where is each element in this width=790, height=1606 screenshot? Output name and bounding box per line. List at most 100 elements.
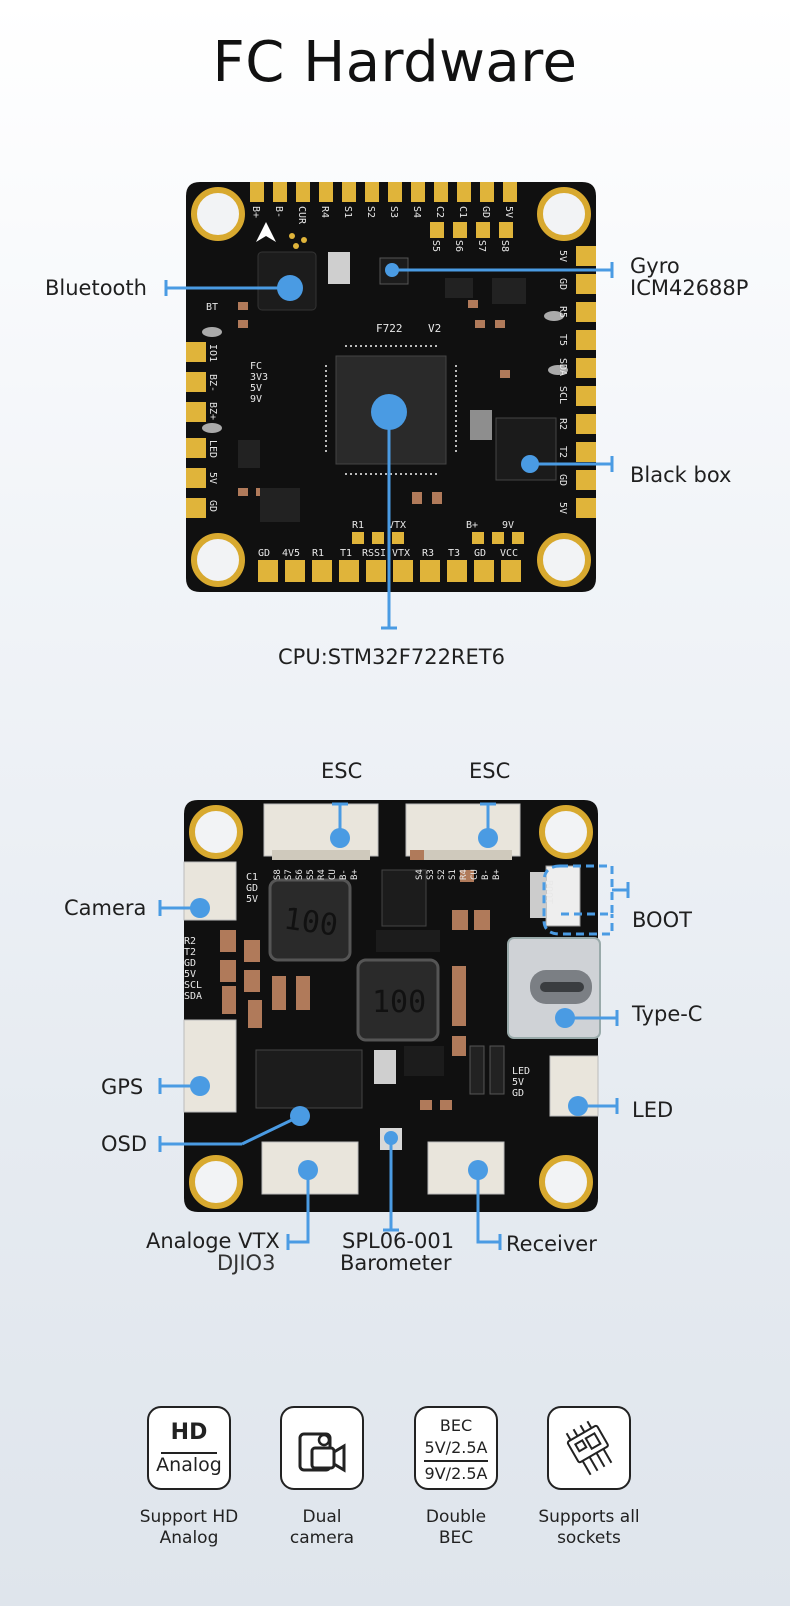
cpu-marker — [371, 394, 407, 430]
silk-s7: S7 — [476, 240, 487, 252]
silk-top-0: B+ — [250, 206, 261, 218]
silk-bottom-8: GD — [474, 548, 486, 559]
silk-esc-l-5: CU — [328, 869, 338, 880]
silk-cam-5v: 5V — [246, 894, 258, 905]
camera-marker — [190, 898, 210, 918]
gyro-marker — [385, 263, 399, 277]
feature-dual-camera — [280, 1406, 364, 1490]
top-pads — [250, 182, 517, 238]
label-gyro-model: ICM42688P — [630, 276, 749, 300]
typec-marker — [555, 1008, 575, 1028]
bec-5v: 5V/2.5A — [424, 1438, 488, 1457]
label-receiver: Receiver — [506, 1232, 597, 1256]
silk-boot: BOOT — [543, 880, 554, 904]
silk-row2-2: B+ — [466, 520, 478, 531]
silk-gps-1: T2 — [184, 947, 196, 958]
blackbox-marker — [521, 455, 539, 473]
silk-esc-r-6: B- — [481, 869, 491, 880]
label-esc-1: ESC — [321, 759, 363, 783]
silk-esc-l-4: R4 — [317, 869, 327, 880]
silk-esc-r-0: S4 — [415, 869, 425, 880]
caption-dual-camera-2: camera — [289, 1528, 355, 1548]
silk-right-9: 5V — [557, 502, 568, 514]
silk-top-10: GD — [480, 206, 491, 218]
silk-led-2: GD — [512, 1088, 524, 1099]
label-camera: Camera — [64, 896, 147, 920]
silk-esc-r-1: S3 — [426, 869, 436, 880]
silk-right-3: T5 — [557, 334, 568, 346]
label-osd: OSD — [101, 1132, 148, 1156]
label-cpu: CPU:STM32F722RET6 — [278, 645, 505, 669]
silk-top-9: C1 — [457, 206, 468, 218]
silk-bottom-6: R3 — [422, 548, 434, 559]
silk-right-1: GD — [557, 278, 568, 290]
silk-right-6: R2 — [557, 418, 568, 430]
label-spl06: SPL06-001 — [342, 1229, 455, 1253]
top-callouts — [164, 262, 614, 630]
silk-top-6: S3 — [388, 206, 399, 218]
esc2-marker — [478, 828, 498, 848]
led-marker — [568, 1096, 588, 1116]
silk-gps-0: R2 — [184, 936, 196, 947]
osd-marker — [290, 1106, 310, 1126]
bluetooth-marker — [277, 275, 303, 301]
silk-bottom-3: T1 — [340, 548, 352, 559]
silk-esc-l-3: S5 — [306, 869, 316, 880]
left-pads — [186, 342, 206, 518]
mount-hole-b-br — [539, 1155, 593, 1209]
caption-bec-2: BEC — [438, 1528, 474, 1548]
silk-top-7: S4 — [411, 206, 422, 218]
silk-bt: BT — [206, 302, 218, 313]
silk-top-2: CUR — [296, 206, 307, 225]
bec-divider — [424, 1460, 488, 1462]
mount-hole-tl — [191, 187, 245, 241]
caption-hd-analog: Support HD Analog — [124, 1507, 254, 1549]
silk-top-4: S1 — [342, 206, 353, 218]
silk-bottom-4: RSSI — [362, 548, 386, 559]
label-type-c: Type-C — [632, 1002, 703, 1026]
silk-s5: S5 — [430, 240, 441, 252]
label-bluetooth: Bluetooth — [45, 276, 147, 300]
receiver-connector — [427, 1141, 505, 1195]
mount-hole-b-bl — [189, 1155, 243, 1209]
silk-esc-l-6: B- — [339, 869, 349, 880]
silk-esc-r-3: S1 — [448, 869, 458, 880]
silk-right-5: SCL — [557, 386, 568, 404]
silk-gps-5: SDA — [184, 991, 202, 1002]
label-black-box: Black box — [630, 463, 732, 487]
silk-row2-1: VTX — [388, 520, 406, 531]
dual-camera-icon — [298, 1432, 346, 1473]
esc1-marker — [330, 828, 350, 848]
esc-connector-1 — [263, 803, 379, 857]
caption-hd-analog-1: Support HD — [139, 1507, 239, 1527]
silk-model: F722 — [376, 322, 403, 335]
silk-left-0: IO1 — [207, 344, 218, 362]
bottom-pads — [258, 532, 524, 582]
silk-fc: FC — [250, 361, 262, 372]
baro-marker — [384, 1131, 398, 1145]
fc-board-bottom: 100 100 C1 GD 5V — [183, 800, 601, 1212]
silk-right-2: R5 — [557, 306, 568, 318]
silk-right-4: SDA — [557, 358, 568, 376]
hd-divider — [161, 1452, 217, 1454]
silk-left-1: BZ- — [207, 374, 218, 392]
label-gps: GPS — [101, 1075, 144, 1099]
top-board-diagram: F722 V2 BT FC 3V3 5V 9V GD 4V5 R1 T1 RSS… — [164, 182, 614, 630]
inductor-2 — [356, 958, 440, 1042]
caption-sockets: Supports all sockets — [524, 1507, 654, 1549]
inductor-1 — [268, 878, 352, 962]
socket-chip-icon — [565, 1420, 613, 1476]
mount-hole-tr — [537, 187, 591, 241]
silk-5v: 5V — [250, 383, 262, 394]
page-title: FC Hardware — [212, 30, 578, 95]
silk-gps-4: SCL — [184, 980, 202, 991]
caption-sockets-1: Supports all — [538, 1507, 640, 1527]
vtx-marker — [298, 1160, 318, 1180]
caption-dual-camera: Dual camera — [257, 1507, 387, 1549]
label-gyro: Gyro — [630, 254, 680, 278]
silk-bottom-5: VTX — [392, 548, 410, 559]
bec-9v: 9V/2.5A — [424, 1464, 488, 1483]
mount-hole-b-tl — [189, 805, 243, 859]
silk-left-5: GD — [207, 500, 218, 512]
silk-left-2: BZ+ — [207, 402, 218, 420]
